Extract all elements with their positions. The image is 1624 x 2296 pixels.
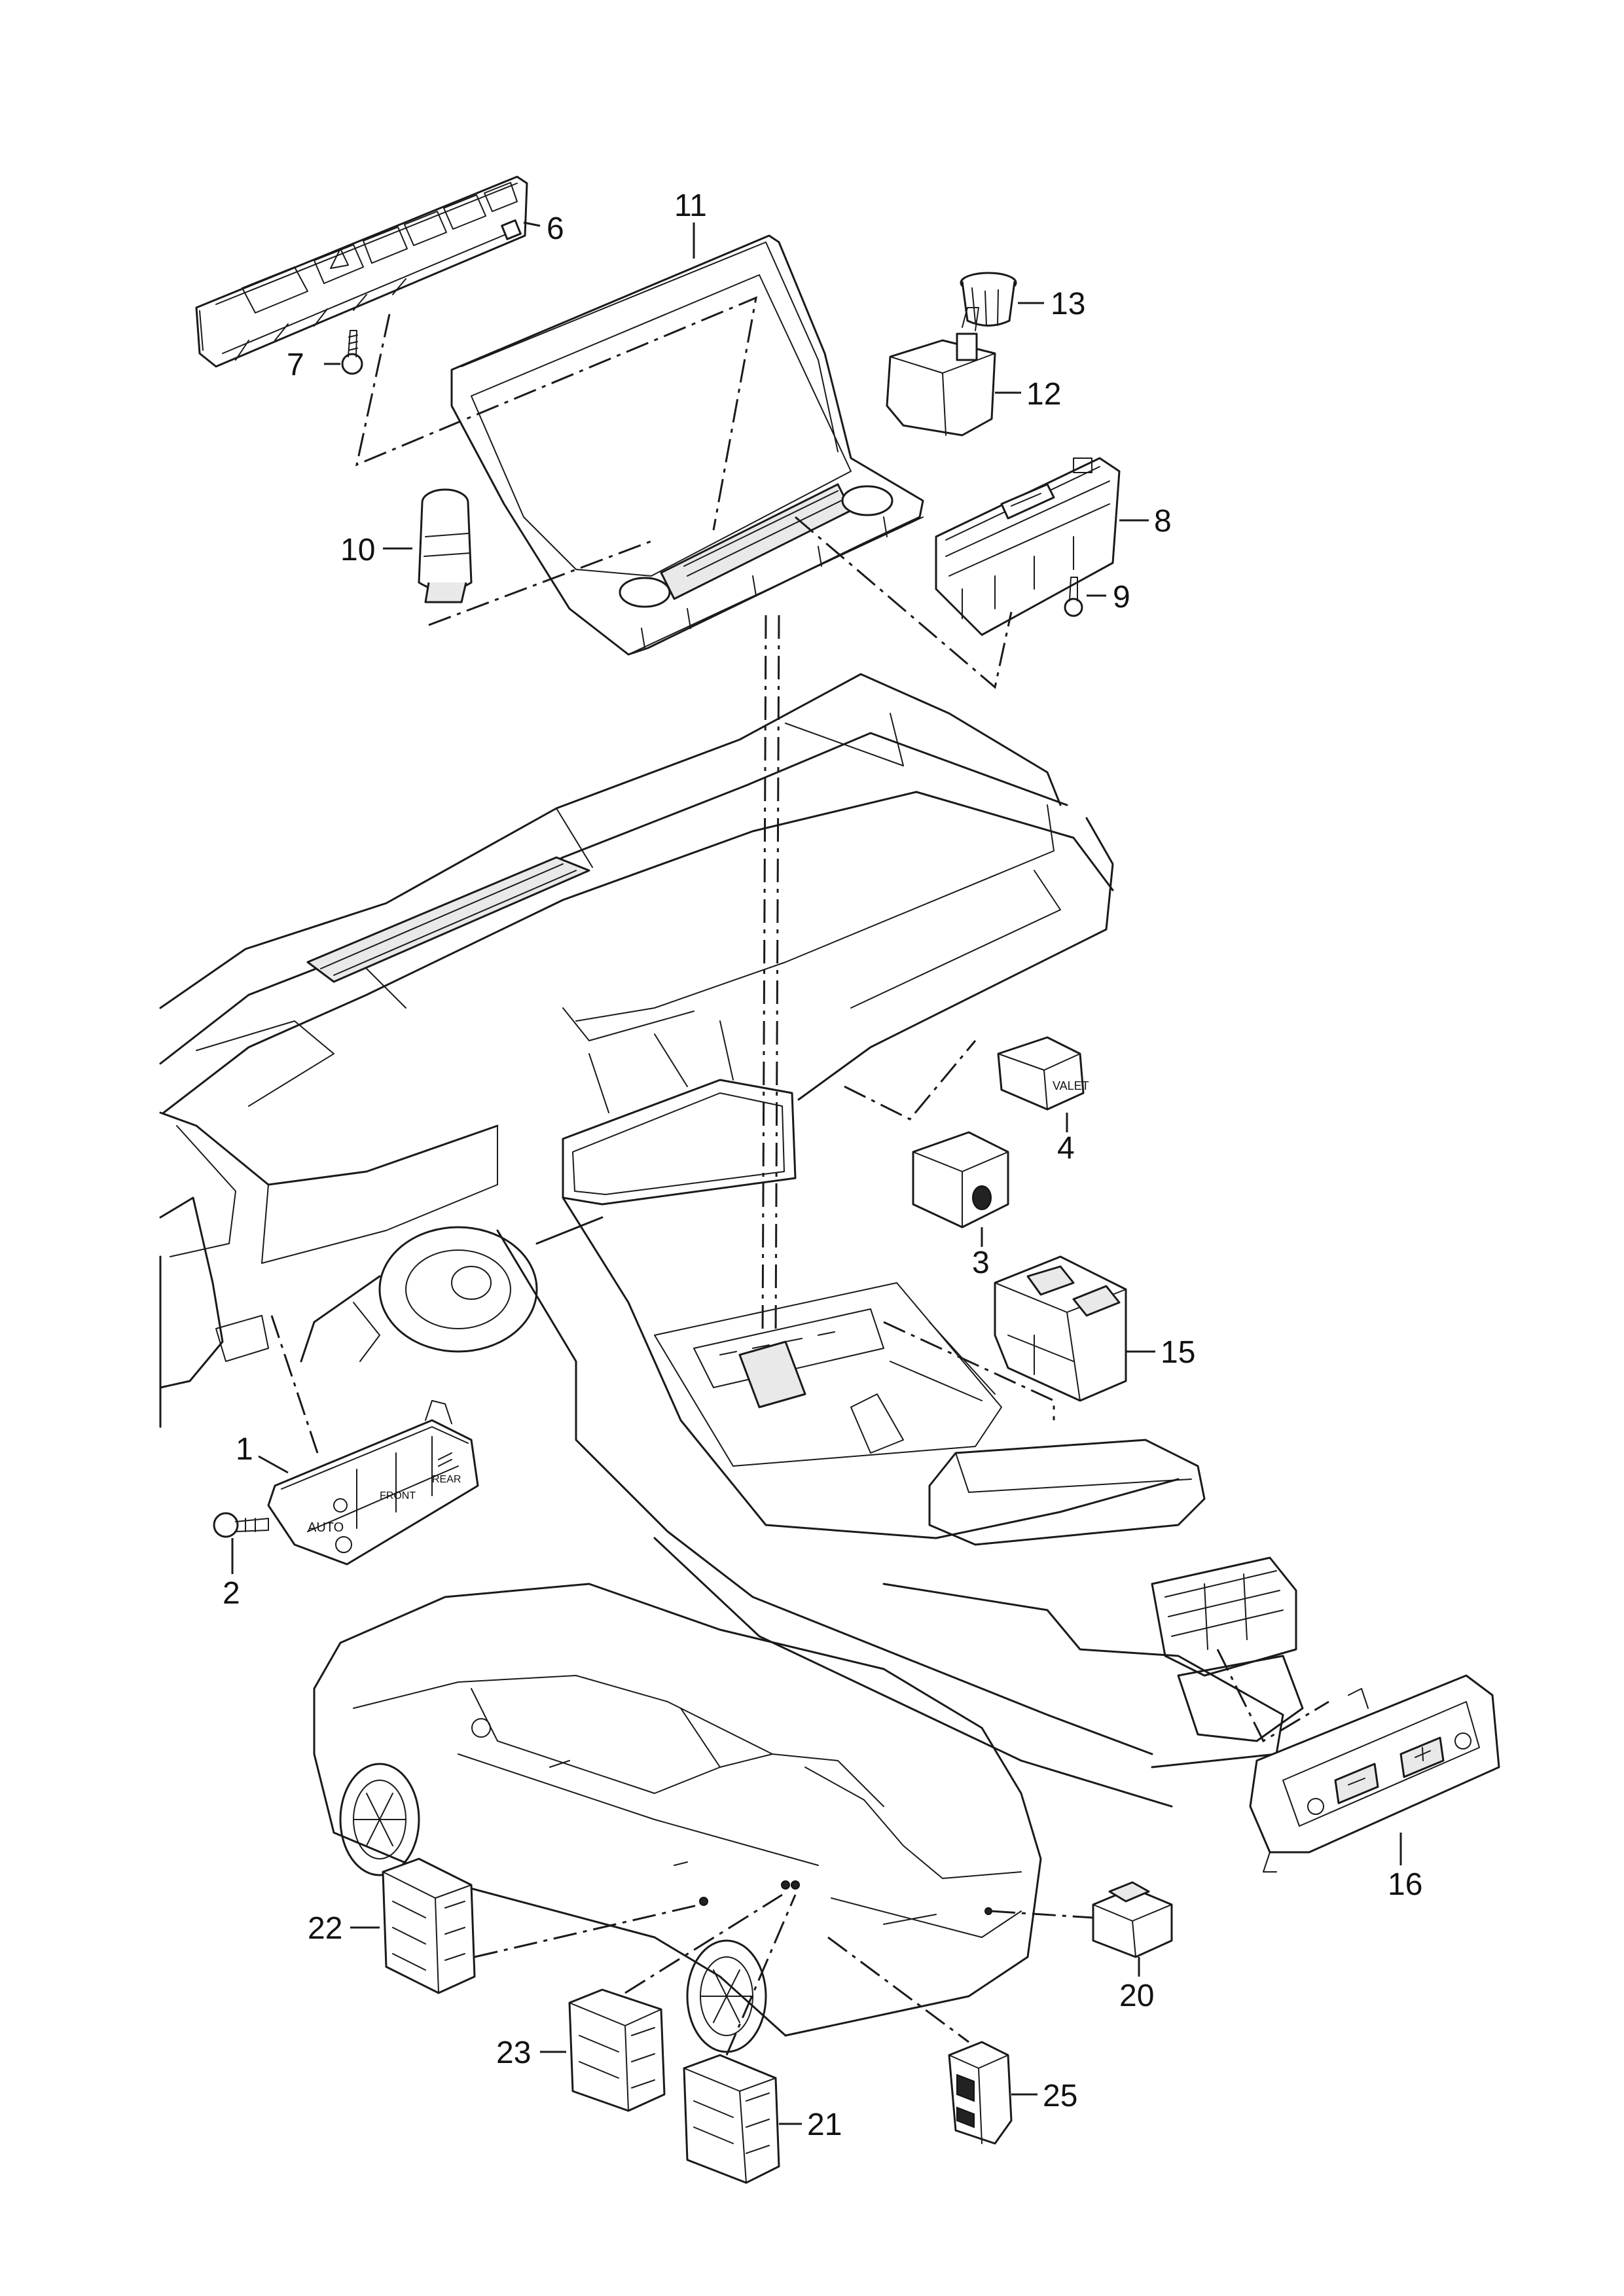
- callout-22: 22: [308, 1911, 342, 1946]
- callout-15: 15: [1161, 1335, 1195, 1370]
- part-6-switch-strip[interactable]: [195, 175, 528, 368]
- callout-16: 16: [1388, 1867, 1422, 1902]
- callout-8: 8: [1154, 504, 1172, 539]
- dashboard-illustration: [159, 673, 1304, 1808]
- callout-3: 3: [972, 1246, 990, 1280]
- callout-1: 1: [236, 1432, 253, 1467]
- callout-7: 7: [287, 348, 304, 382]
- hazard-triangle-icon: [330, 248, 349, 269]
- auto-label: AUTO: [308, 1520, 344, 1535]
- minus-icon: [1348, 1778, 1365, 1785]
- callout-21: 21: [807, 2108, 842, 2142]
- part-4-valet-switch[interactable]: VALET: [997, 1036, 1089, 1111]
- part-22-seat-switch[interactable]: [382, 1857, 476, 1994]
- callout-4: 4: [1057, 1131, 1075, 1166]
- part-7-screw[interactable]: [341, 330, 363, 375]
- callout-10: 10: [340, 533, 375, 567]
- part-3-switch[interactable]: [912, 1131, 1009, 1229]
- valet-label: VALET: [1053, 1079, 1089, 1092]
- part-21-seat-switch[interactable]: [683, 2054, 780, 2184]
- rear-label: REAR: [432, 1474, 461, 1485]
- part-11-display-frame[interactable]: [450, 234, 924, 656]
- callout-12: 12: [1026, 377, 1061, 412]
- callout-23: 23: [496, 2036, 531, 2070]
- callout-13: 13: [1051, 287, 1085, 321]
- front-label: FRONT: [380, 1490, 416, 1501]
- part-13-rotary-knob[interactable]: [960, 272, 1017, 327]
- part-23-seat-switch[interactable]: [568, 1988, 666, 2112]
- part-16-rear-climate-panel[interactable]: [1249, 1674, 1500, 1873]
- part-1-headlight-switch[interactable]: AUTO FRONT REAR: [267, 1400, 479, 1566]
- callout-6: 6: [547, 211, 564, 246]
- callout-9: 9: [1113, 580, 1130, 615]
- fog-light-icon: [438, 1452, 452, 1467]
- part-2-screw[interactable]: [213, 1512, 269, 1538]
- callout-11: 11: [674, 188, 707, 223]
- part-8-switch-module[interactable]: [935, 457, 1121, 636]
- callout-25: 25: [1043, 2079, 1077, 2113]
- callout-2: 2: [223, 1576, 240, 1611]
- plus-icon: [1415, 1747, 1431, 1761]
- part-20-tailgate-switch[interactable]: [1092, 1881, 1173, 1958]
- part-25-seat-switch[interactable]: [948, 2041, 1013, 2145]
- part-15-switch-block[interactable]: [994, 1255, 1127, 1402]
- part-10-push-button[interactable]: [418, 488, 473, 603]
- headlight-icon: [333, 1498, 348, 1513]
- part-9-screw[interactable]: [1064, 577, 1083, 617]
- callout-20: 20: [1119, 1979, 1154, 2013]
- part-12-rotary-switch[interactable]: [886, 307, 996, 437]
- seat-heat-icon: [1307, 1732, 1471, 1815]
